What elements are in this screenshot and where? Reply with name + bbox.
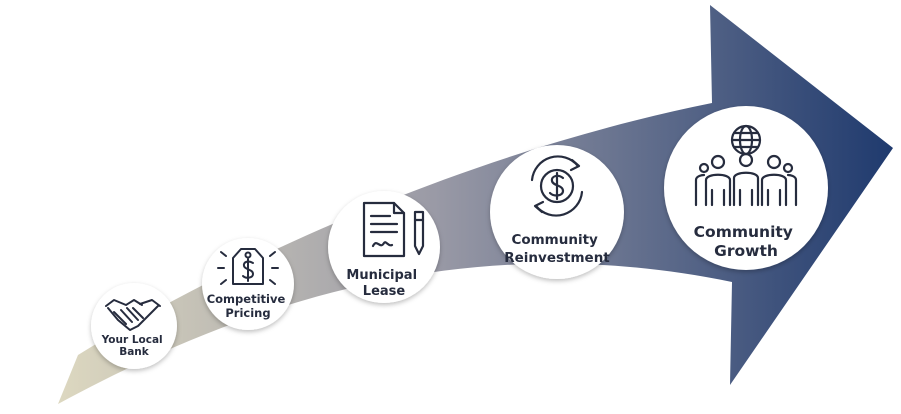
step-community-reinvestment: Community Reinvestment — [490, 145, 624, 279]
price-tag-icon — [217, 248, 279, 285]
step-label: Community Reinvestment — [504, 232, 610, 266]
step-community-growth: Community Growth — [664, 106, 828, 270]
step-municipal-lease: Municipal Lease — [328, 191, 440, 303]
people-globe-icon — [694, 124, 798, 207]
step-competitive-pricing: Competitive Pricing — [202, 238, 294, 330]
step-circle — [490, 145, 624, 279]
step-circle — [91, 283, 177, 369]
step-label: Community Growth — [694, 223, 799, 260]
circular-dollar-arrows-icon — [530, 155, 584, 217]
step-label: Your Local Bank — [101, 334, 167, 358]
signed-document-pen-icon — [362, 201, 425, 258]
handshake-icon — [105, 299, 161, 331]
step-circle — [328, 191, 440, 303]
step-your-local-bank: Your Local Bank — [91, 283, 177, 369]
step-label: Competitive Pricing — [207, 292, 290, 320]
step-label: Municipal Lease — [346, 268, 421, 299]
step-circle — [664, 106, 828, 270]
